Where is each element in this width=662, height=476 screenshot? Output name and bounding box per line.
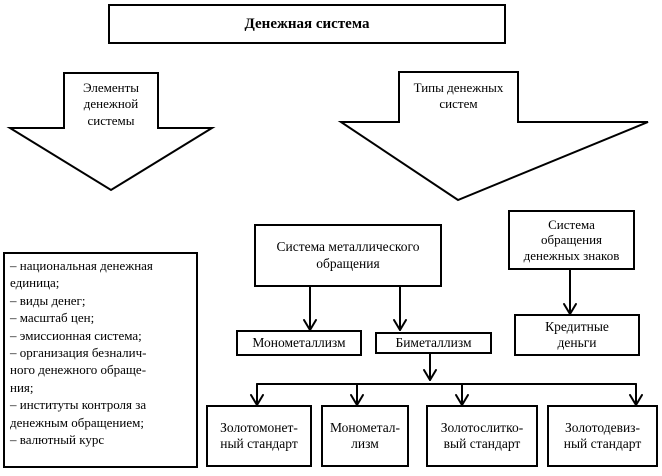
list-item: ного денежного обраще- [10, 362, 147, 378]
standard-line: Монометал- [329, 419, 401, 435]
standard-line: Золотомонет- [220, 419, 298, 435]
elements-label-line: Элементы [82, 80, 140, 95]
types-label-line: систем [439, 96, 478, 112]
list-item: – институты контроля за [10, 397, 147, 413]
bimetallism-label: Биметаллизм [395, 334, 472, 350]
token-system-box: Система обращения денежных знаков [508, 210, 635, 270]
metal-system-line: Система металлического [276, 239, 420, 255]
gold-exchange-standard-box: Золотодевиз- ный стандарт [547, 405, 658, 467]
list-item: – национальная денежная [10, 258, 153, 273]
token-system-line: обращения [540, 232, 603, 248]
gold-bullion-standard-box: Золотослитко- вый стандарт [426, 405, 538, 467]
standard-line: Золотодевиз- [564, 419, 640, 435]
standard-line: вый стандарт [443, 436, 521, 451]
diagram-title: Денежная система [244, 16, 370, 32]
list-item: единица; [10, 275, 60, 291]
credit-money-box: Кредитные деньги [514, 314, 640, 356]
monometallism-label: Монометаллизм [252, 334, 346, 350]
standard-line: ный стандарт [220, 436, 298, 451]
credit-money-line: Кредитные [545, 318, 609, 334]
elements-label-line: денежной [83, 96, 139, 112]
left-down-arrow [6, 72, 216, 192]
credit-money-line: деньги [557, 335, 597, 350]
list-item: – организация безналич- [10, 345, 147, 361]
title-box: Денежная система [108, 4, 506, 44]
standard-line: ный стандарт [563, 436, 642, 451]
right-down-arrow [337, 71, 649, 202]
list-item: денежным обращением; [10, 414, 144, 430]
types-label-line: Типы денежных [413, 80, 504, 95]
monometallism-standard-box: Монометал- лизм [321, 405, 409, 467]
list-item: – валютный курс [10, 432, 105, 448]
metal-system-box: Система металлического обращения [254, 224, 442, 287]
elements-label-line: системы [87, 112, 135, 128]
monometallism-box: Монометаллизм [236, 330, 362, 356]
list-item: – масштаб цен; [10, 310, 95, 326]
gold-coin-standard-box: Золотомонет- ный стандарт [206, 405, 312, 467]
types-arrow-label: Типы денежных систем [399, 80, 518, 113]
metal-system-line: обращения [316, 255, 380, 271]
standard-line: Золотослитко- [440, 419, 524, 435]
list-item: – виды денег; [10, 292, 86, 308]
bimetallism-box: Биметаллизм [375, 332, 492, 354]
standard-line: лизм [351, 436, 379, 451]
list-item: ния; [10, 379, 34, 395]
elements-arrow-label: Элементы денежной системы [64, 80, 158, 129]
list-item: – эмиссионная система; [10, 327, 142, 343]
token-system-line: денежных знаков [523, 247, 620, 263]
elements-list: – национальная денежная единица; – виды … [3, 252, 198, 468]
token-system-line: Система [548, 216, 595, 232]
